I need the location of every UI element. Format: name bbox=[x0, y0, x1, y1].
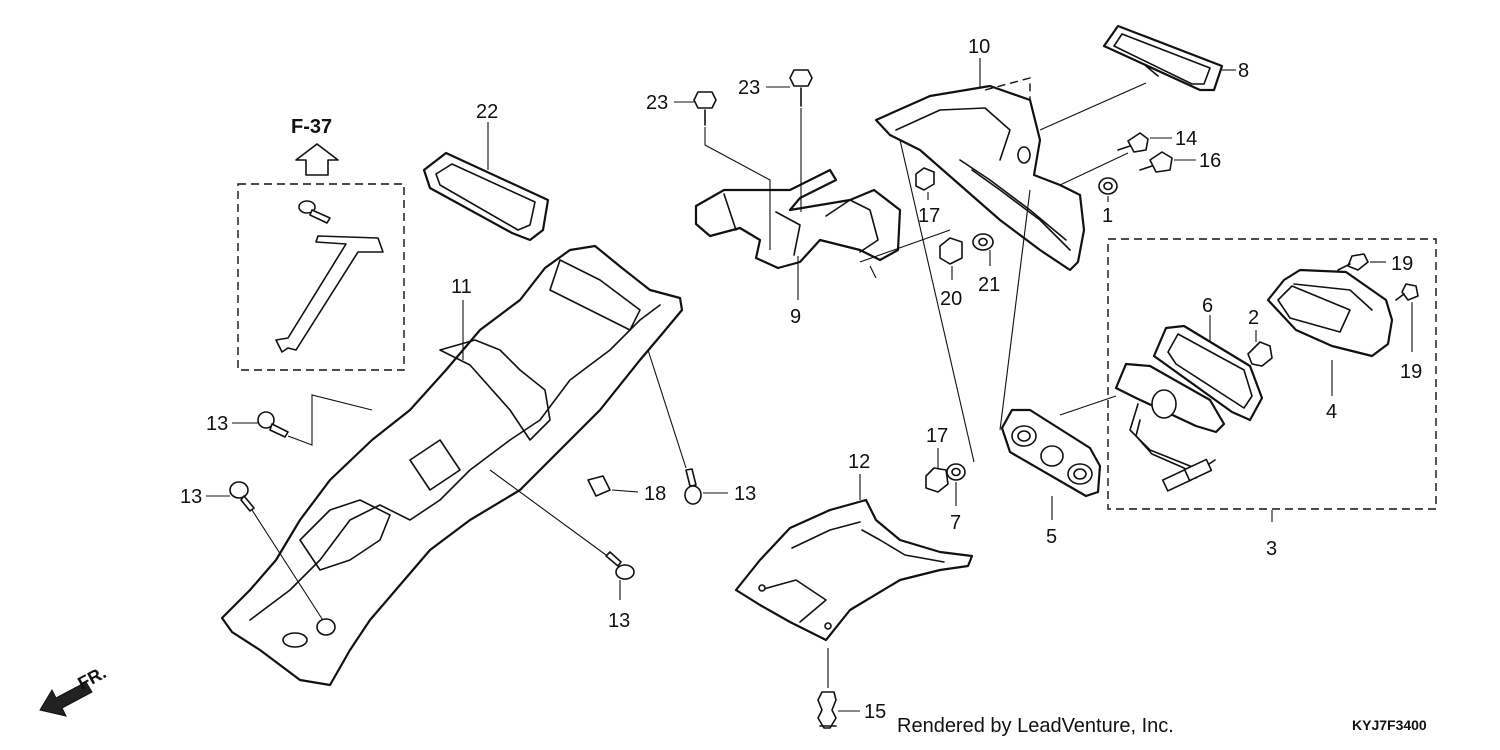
reference-label[interactable]: F-37 bbox=[291, 116, 332, 138]
callout-7: 7 bbox=[950, 512, 961, 534]
callout-23-b: 23 bbox=[738, 77, 760, 99]
part-15-clip: 15 bbox=[817, 691, 886, 729]
callout-10: 10 bbox=[968, 36, 990, 58]
part-3-tail-light-group: 3 6 2 4 bbox=[1107, 238, 1437, 560]
callout-3: 3 bbox=[1266, 538, 1277, 560]
callout-22: 22 bbox=[476, 101, 498, 123]
callout-13-b: 13 bbox=[180, 486, 202, 508]
diagram-code: KYJ7F3400 bbox=[1352, 717, 1427, 733]
part-23-bolts: 23 23 bbox=[646, 69, 813, 250]
callout-13-a: 13 bbox=[206, 413, 228, 435]
part-6-gasket: 6 bbox=[1152, 295, 1264, 422]
part-18-clip-nut: 18 bbox=[587, 475, 666, 505]
credit-text: Rendered by LeadVenture, Inc. bbox=[897, 715, 1174, 737]
callout-1: 1 bbox=[1102, 205, 1113, 227]
callout-14: 14 bbox=[1175, 128, 1197, 150]
part-14-16-1-fasteners: 14 16 1 bbox=[1098, 128, 1221, 227]
reference-up-arrow[interactable] bbox=[295, 143, 339, 176]
callout-13-c: 13 bbox=[608, 610, 630, 632]
part-9-bracket: 9 bbox=[694, 168, 951, 328]
callout-4: 4 bbox=[1326, 401, 1337, 423]
stay-bracket bbox=[275, 235, 384, 353]
callout-19-a: 19 bbox=[1391, 253, 1413, 275]
callout-19-b: 19 bbox=[1400, 361, 1422, 383]
part-19-screws: 19 19 bbox=[1337, 253, 1422, 383]
part-8-reflector: 8 bbox=[1102, 24, 1249, 92]
callout-17-a: 17 bbox=[918, 205, 940, 227]
callout-13-d: 13 bbox=[734, 483, 756, 505]
callout-23-a: 23 bbox=[646, 92, 668, 114]
callout-21: 21 bbox=[978, 274, 1000, 296]
callout-12: 12 bbox=[848, 451, 870, 473]
callout-20: 20 bbox=[940, 288, 962, 310]
callout-9: 9 bbox=[790, 306, 801, 328]
front-direction-arrow bbox=[39, 681, 93, 717]
callout-11: 11 bbox=[451, 276, 472, 298]
part-4-lens: 4 bbox=[1266, 268, 1394, 423]
part-17-20-21-nuts: 17 20 21 17 7 bbox=[915, 167, 1000, 534]
callout-17-b: 17 bbox=[926, 425, 948, 447]
part-11-rear-fender: 11 bbox=[220, 244, 684, 687]
callout-6: 6 bbox=[1202, 295, 1213, 317]
part-12-splash-guard: 12 bbox=[734, 451, 974, 688]
callout-18: 18 bbox=[644, 483, 666, 505]
front-direction-indicator: FR. bbox=[39, 662, 109, 717]
callout-8: 8 bbox=[1238, 60, 1249, 82]
callout-15: 15 bbox=[864, 701, 886, 723]
part-socket-harness bbox=[1114, 362, 1226, 492]
optional-parts-box bbox=[237, 183, 405, 371]
bracket-bolt bbox=[298, 200, 331, 224]
callout-16: 16 bbox=[1199, 150, 1221, 172]
part-13-bolts: 13 13 13 13 bbox=[180, 349, 756, 636]
part-10-cowl: 10 bbox=[874, 36, 1147, 463]
callout-2: 2 bbox=[1248, 307, 1259, 329]
callout-5: 5 bbox=[1046, 526, 1057, 548]
reference-group: F-37 bbox=[237, 116, 405, 371]
part-2-bulb: 2 bbox=[1247, 307, 1273, 367]
part-5-lens-base: 5 bbox=[1000, 395, 1117, 548]
part-22-rubber-band: 22 bbox=[422, 101, 550, 242]
